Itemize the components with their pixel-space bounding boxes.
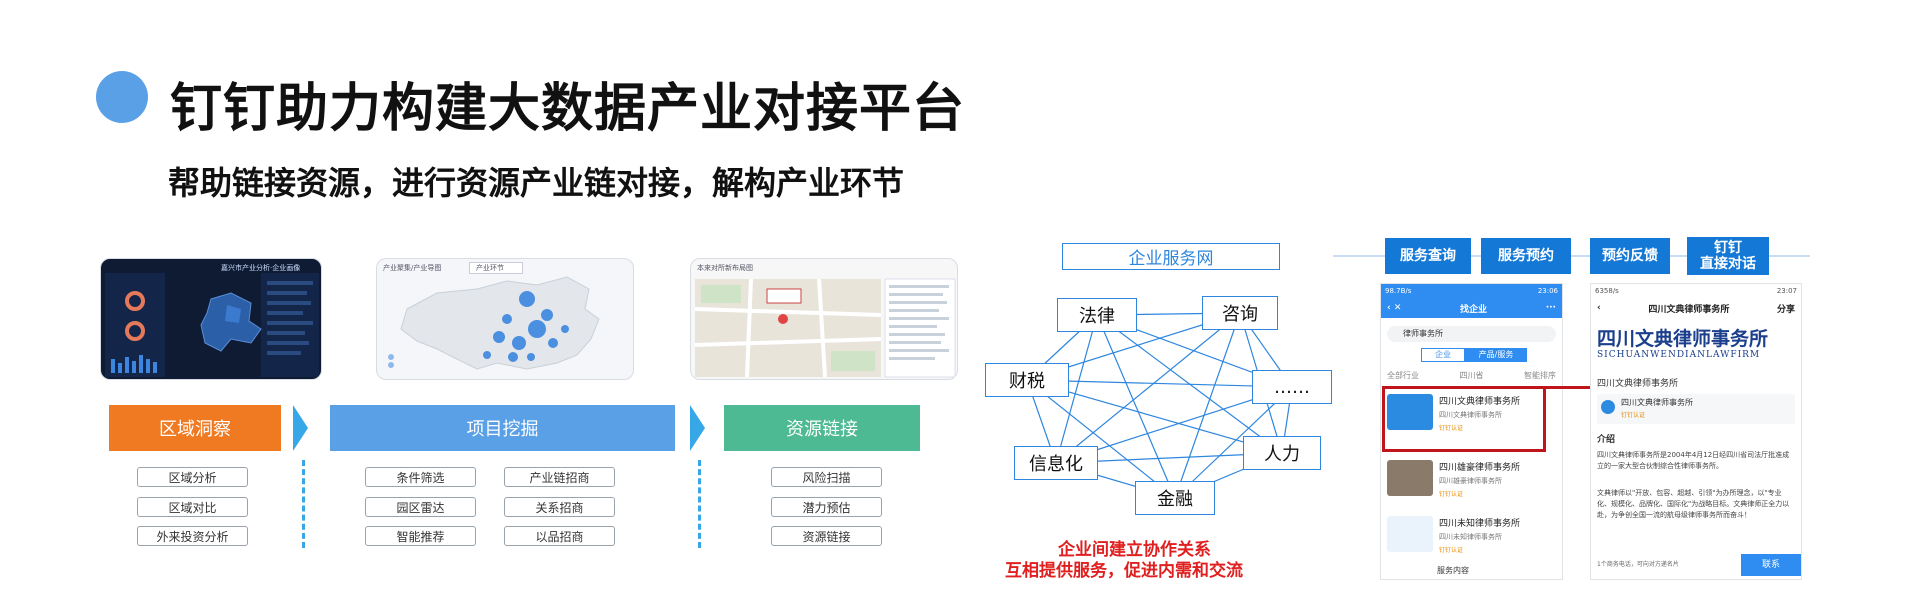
phone-find-company: 98.7B/s 23:06 ‹ ✕ 找企业 ··· 律师事务所 企业 产品/服务…: [1380, 283, 1563, 580]
node-banking: 金融: [1135, 481, 1215, 515]
status-bar: 6358/s 23:07: [1591, 284, 1801, 298]
tag-resource-link[interactable]: 资源链接: [771, 526, 882, 546]
tab-company[interactable]: 企业: [1421, 348, 1465, 362]
node-law: 法律: [1057, 298, 1137, 332]
verified-badge: 钉钉认证: [1439, 491, 1464, 498]
tag-relation-attract[interactable]: 关系招商: [504, 497, 615, 517]
firm-card[interactable]: 四川文典律师事务所 钉钉认证: [1597, 394, 1795, 424]
firm-name: 四川未知律师事务所: [1439, 519, 1521, 529]
chevron-right-icon: [293, 405, 308, 451]
filter-province[interactable]: 四川省: [1459, 371, 1484, 380]
title-bullet-icon: [96, 71, 148, 123]
firm-logo-en: SICHUANWENDIANLAWFIRM: [1597, 350, 1761, 360]
chevron-right-icon: [690, 405, 705, 451]
search-input[interactable]: 律师事务所: [1387, 326, 1556, 342]
tag-product-attract[interactable]: 以品招商: [504, 526, 615, 546]
status-speed: 98.7B/s: [1385, 287, 1412, 295]
status-time: 23:06: [1537, 287, 1558, 295]
network-caption-2: 互相提供服务，促进内需和交流: [1005, 561, 1243, 581]
pillar-project-mining: 项目挖掘: [330, 405, 675, 451]
tag-park-radar[interactable]: 园区雷达: [365, 497, 476, 517]
dingtalk-chat-button[interactable]: 钉钉 直接对话: [1687, 237, 1769, 275]
node-hr: 人力: [1243, 436, 1321, 470]
share-button[interactable]: 分享: [1776, 304, 1795, 315]
filter-industry[interactable]: 全部行业: [1387, 371, 1419, 380]
tag-potential-estimate[interactable]: 潜力预估: [771, 497, 882, 517]
firm-logo-icon: [1601, 400, 1615, 414]
service-query-button[interactable]: 服务查询: [1385, 238, 1471, 274]
header-title: 四川文典律师事务所: [1648, 304, 1730, 315]
china-map-visual: [388, 276, 600, 370]
footer-hint: 1个商务电话，可向对方递名片: [1597, 561, 1679, 568]
location-map-screenshot: 本来对所新布局图: [690, 258, 958, 380]
pillar-regional-insight: 区域洞察: [109, 405, 281, 451]
dashed-divider: [302, 460, 305, 548]
firm-subtitle: 四川未知律师事务所: [1439, 533, 1502, 541]
tag-foreign-investment[interactable]: 外来投资分析: [137, 526, 248, 546]
intro-paragraph-1: 四川文典律师事务所是2004年4月12日经四川省司法厅批准成立的一家大型合伙制综…: [1597, 451, 1790, 470]
firm-logo-text: 四川文典律师事务所: [1597, 328, 1769, 350]
dashed-divider: [698, 460, 701, 548]
verified-badge: 钉钉认证: [1439, 547, 1464, 554]
back-icon[interactable]: ‹: [1597, 303, 1601, 313]
list-item[interactable]: 四川文典律师事务所 四川文典律师事务所 钉钉认证: [1387, 390, 1557, 440]
highlight-box: [1382, 386, 1546, 452]
tab-product-service[interactable]: 产品/服务: [1465, 348, 1527, 362]
dashboard-screenshot: 嘉兴市产业分析·企业画像: [100, 258, 322, 380]
node-it: 信息化: [1014, 446, 1098, 480]
page-subtitle: 帮助链接资源，进行资源产业链对接，解构产业环节: [168, 164, 905, 202]
contact-button[interactable]: 联系: [1741, 554, 1801, 576]
card-firm-name: 四川文典律师事务所: [1621, 398, 1693, 407]
app-header: ‹ ✕ 找企业 ···: [1381, 298, 1562, 318]
more-icon[interactable]: ···: [1545, 303, 1556, 313]
firm-name: 四川雄豪律师事务所: [1439, 463, 1521, 473]
list-item[interactable]: 四川雄豪律师事务所 四川雄豪律师事务所 钉钉认证: [1387, 456, 1557, 506]
org-name: 四川文典律师事务所: [1597, 379, 1679, 389]
location-map-title: 本来对所新布局图: [697, 264, 753, 272]
node-more: ……: [1252, 370, 1332, 404]
network-caption-1: 企业间建立协作关系: [1058, 540, 1211, 560]
tag-smart-recommend[interactable]: 智能推荐: [365, 526, 476, 546]
verified-badge: 钉钉认证: [1439, 425, 1464, 432]
tag-regional-analysis[interactable]: 区域分析: [137, 467, 248, 487]
status-bar: 98.7B/s 23:06: [1381, 284, 1562, 298]
filter-bar: 全部行业 四川省 智能排序: [1387, 370, 1556, 381]
dashboard-visual: [105, 273, 319, 377]
tag-risk-scan[interactable]: 风险扫描: [771, 467, 882, 487]
dashboard-title: 嘉兴市产业分析·企业画像: [221, 264, 301, 272]
tag-condition-filter[interactable]: 条件筛选: [365, 467, 476, 487]
intro-heading: 介绍: [1597, 435, 1616, 445]
app-header: ‹ 四川文典律师事务所 分享: [1591, 298, 1801, 318]
node-finance-tax: 财税: [985, 363, 1069, 397]
booking-feedback-button[interactable]: 预约反馈: [1590, 238, 1670, 274]
firm-logo-icon: [1387, 394, 1433, 430]
page-title: 钉钉助力构建大数据产业对接平台: [170, 79, 966, 139]
industry-map-screenshot: 产业聚集/产业导图 产业环节: [376, 258, 634, 380]
location-map-visual: [694, 278, 956, 378]
service-booking-button[interactable]: 服务预约: [1481, 238, 1571, 274]
back-icon[interactable]: ‹ ✕: [1387, 303, 1402, 313]
phone-firm-detail: 6358/s 23:07 ‹ 四川文典律师事务所 分享 四川文典律师事务所 SI…: [1590, 283, 1802, 580]
header-title: 找企业: [1460, 304, 1488, 315]
firm-subtitle: 四川雄豪律师事务所: [1439, 477, 1502, 485]
service-content-label: 服务内容: [1437, 566, 1469, 575]
intro-paragraph-2: 文典律师以"开放、包容、超越、引领"为办所理念，以"专业化、规模化、品牌化、国际…: [1597, 489, 1790, 519]
tag-regional-compare[interactable]: 区域对比: [137, 497, 248, 517]
node-consult: 咨询: [1202, 296, 1278, 330]
status-time: 23:07: [1776, 287, 1797, 295]
firm-logo-icon: [1387, 516, 1433, 552]
pillar-resource-link: 资源链接: [724, 405, 920, 451]
list-item[interactable]: 四川未知律师事务所 四川未知律师事务所 钉钉认证: [1387, 512, 1557, 562]
status-speed: 6358/s: [1595, 287, 1619, 295]
firm-subtitle: 四川文典律师事务所: [1439, 411, 1502, 419]
map-title: 产业聚集/产业导图: [383, 264, 442, 272]
map-dropdown[interactable]: 产业环节: [469, 262, 523, 274]
firm-photo: [1387, 460, 1433, 496]
firm-name: 四川文典律师事务所: [1439, 397, 1521, 407]
tag-chain-attract[interactable]: 产业链招商: [504, 467, 615, 487]
verified-badge: 钉钉认证: [1621, 412, 1646, 419]
filter-sort[interactable]: 智能排序: [1524, 371, 1556, 380]
network-title: 企业服务网: [1062, 243, 1280, 270]
